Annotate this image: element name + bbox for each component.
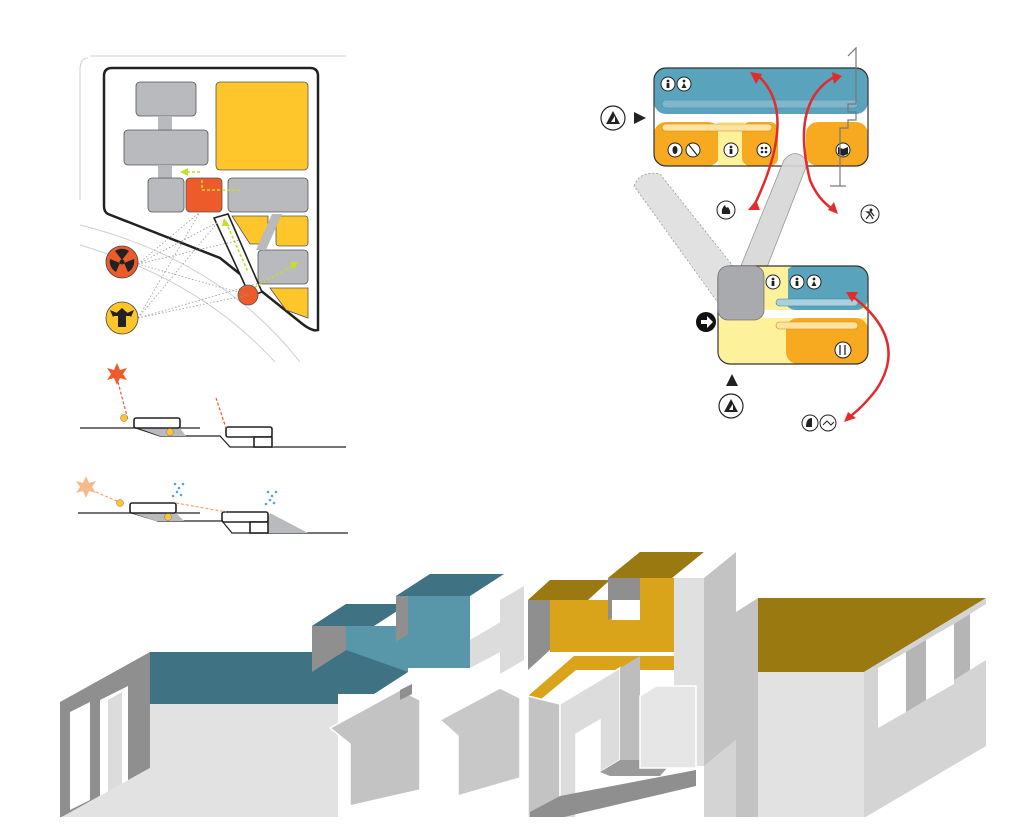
building-gray-3 [147,177,185,213]
pointer-arrow [634,112,646,124]
isometric-building [60,552,988,819]
building-gray-5 [257,249,309,285]
restroom-icon [765,274,822,290]
sun-icon [76,476,96,498]
exit-arrow-icon[interactable] [696,312,716,332]
building-gray-2 [123,129,209,166]
group-icon [756,142,772,158]
smiley-icon [166,428,174,436]
building-yellow-small-3 [269,287,309,319]
warning-triangle-icon [718,393,744,419]
emergency-shelter-icon [105,301,139,335]
flow-diagram [600,46,890,432]
section-sun-study [80,363,346,448]
building-gray-4 [227,177,309,213]
pointer-arrow [726,374,738,386]
roof-teal-step-1 [312,604,408,626]
section-rain-study [76,476,348,534]
running-person-icon [860,204,880,224]
dining-icon [834,341,852,359]
hub-square [717,265,765,321]
roof-teal-left [150,652,338,704]
warning-triangle-icon [600,105,626,131]
sun-icon [107,363,127,385]
tool-icon [667,142,701,158]
roof-gold-right [758,598,986,672]
building-red [185,177,223,213]
roof-gold-main [528,580,610,600]
smiley-icon [120,414,128,422]
site-plan [79,55,346,363]
roof-teal-step-2 [396,574,504,596]
book-icon [835,142,851,158]
roof-gold-tower [608,552,704,578]
rain-icon [171,482,185,498]
smiley-icon [116,499,124,507]
person-icon [723,142,739,158]
upper-orange-right [806,122,868,166]
building-yellow-large [215,81,309,171]
service-icon [801,414,837,432]
radiation-icon [105,245,139,279]
fire-icon [716,200,736,220]
smiley-icon [164,513,172,521]
building-gray-1 [135,81,197,117]
building-yellow-small-2 [275,215,309,247]
rain-icon [264,490,278,506]
restroom-icon [660,76,692,92]
